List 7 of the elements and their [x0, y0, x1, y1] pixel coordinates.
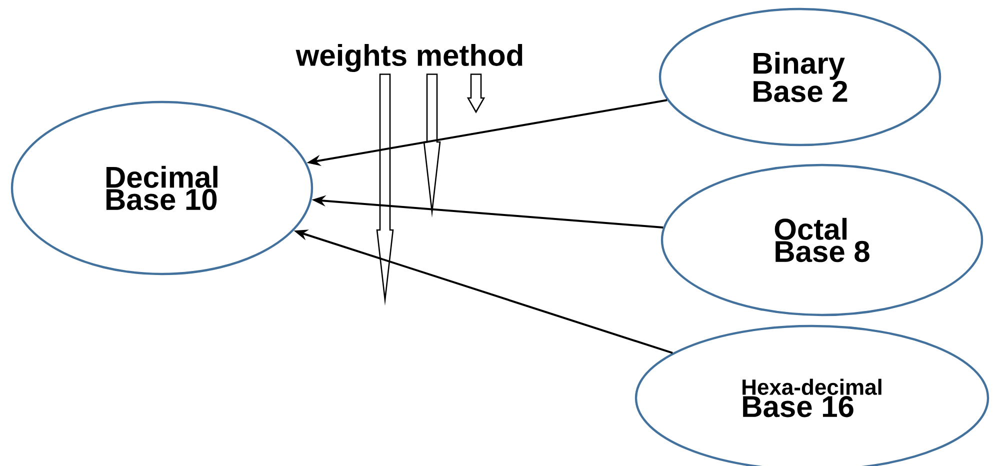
ellipse-node: Octal Base 8 — [660, 164, 984, 316]
leader-arrow — [376, 74, 394, 306]
leader-arrow — [466, 74, 486, 114]
ellipse-node: Binary Base 2 — [658, 8, 942, 146]
leader-arrow — [423, 74, 441, 218]
label-text: weights method — [296, 44, 522, 72]
ellipse-node: Decimal Base 10 — [10, 100, 314, 276]
